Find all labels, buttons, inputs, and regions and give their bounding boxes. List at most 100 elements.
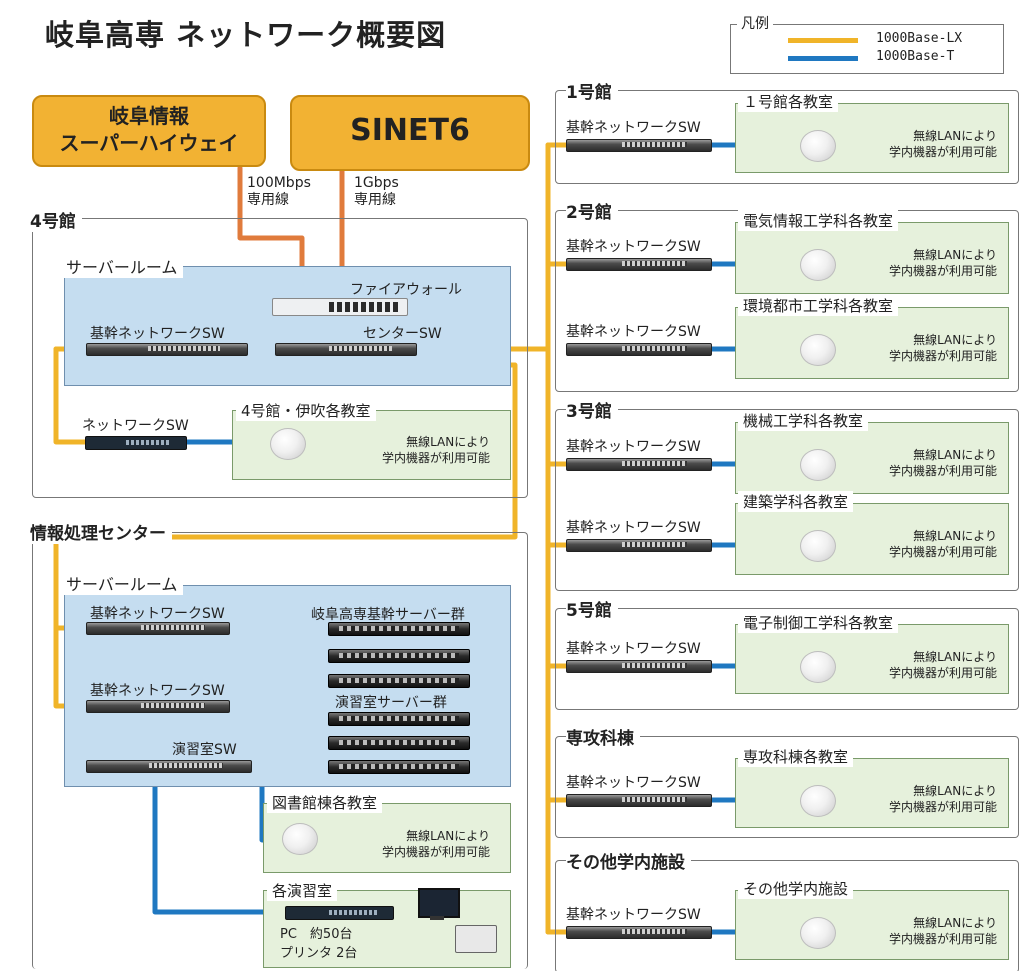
library-wireless-text: 無線LANにより 学内機器が利用可能	[381, 829, 490, 859]
servers2-label: 演習室サーバー群	[335, 695, 447, 711]
legend-swatch-lx	[788, 38, 858, 43]
backbone-sw-label: 基幹ネットワークSW	[566, 120, 701, 136]
server-1b	[328, 649, 470, 663]
info-backbone-sw2	[86, 700, 230, 713]
firewall-label: ファイアウォール	[350, 282, 462, 298]
backbone-sw	[566, 660, 712, 673]
backbone-sw	[566, 139, 712, 152]
gifu-highway-box: 岐阜情報 スーパーハイウェイ	[32, 95, 266, 167]
network-sw	[85, 436, 187, 450]
server-2b	[328, 736, 470, 750]
bldg4-backbone-sw-label: 基幹ネットワークSW	[90, 326, 225, 342]
legend	[730, 24, 1004, 74]
bldg-title: 2号館	[566, 198, 618, 223]
pc-icon	[418, 888, 460, 918]
wan-label-1gbps: 1Gbps 専用線	[354, 175, 399, 208]
backbone-sw-label: 基幹ネットワークSW	[566, 775, 701, 791]
backbone-sw	[566, 794, 712, 807]
room-label: 専攻科棟各教室	[738, 746, 854, 767]
wireless-ap-icon	[800, 130, 836, 162]
wireless-ap-icon	[800, 449, 836, 481]
wireless-ap-icon	[800, 917, 836, 949]
legend-label-t: 1000Base-T	[876, 49, 955, 64]
wireless-text: 無線LANにより 学内機器が利用可能	[888, 448, 997, 478]
server-1a	[328, 622, 470, 636]
library-room-label: 図書館棟各教室	[267, 792, 383, 813]
bldg-title: 3号館	[566, 397, 618, 422]
info-backbone-sw1	[86, 622, 230, 635]
wireless-text: 無線LANにより 学内機器が利用可能	[888, 333, 997, 363]
wireless-text: 無線LANにより 学内機器が利用可能	[888, 784, 997, 814]
room-label: 電子制御工学科各教室	[738, 612, 899, 633]
info-center-frame	[32, 532, 528, 969]
pc-count-label: PC 約50台	[280, 927, 353, 942]
library-ap-icon	[282, 823, 318, 855]
center-sw-label: センターSW	[363, 326, 442, 342]
printer-count-label: プリンタ 2台	[280, 946, 358, 961]
wireless-ap-icon	[800, 334, 836, 366]
bldg-title: その他学内施設	[566, 848, 691, 873]
labs-switch	[285, 906, 394, 920]
room-box	[735, 103, 1009, 173]
info-backbone-sw2-label: 基幹ネットワークSW	[90, 683, 225, 699]
bldg-frame	[555, 608, 1019, 710]
wireless-text: 無線LANにより 学内機器が利用可能	[888, 529, 997, 559]
center-sw	[275, 343, 417, 356]
wireless-text: 無線LANにより 学内機器が利用可能	[888, 248, 997, 278]
backbone-sw	[566, 539, 712, 552]
bldg4-server-room	[64, 266, 511, 386]
bldg4-ap-icon	[270, 428, 306, 460]
info-center-title: 情報処理センター	[30, 519, 172, 544]
server-1c	[328, 674, 470, 688]
room-label: 建築学科各教室	[738, 491, 854, 512]
legend-label-lx: 1000Base-LX	[876, 31, 963, 46]
room-label: 機械工学科各教室	[738, 410, 869, 431]
bldg4-backbone-sw	[86, 343, 248, 356]
room-box	[735, 758, 1009, 828]
room-box	[735, 422, 1009, 494]
backbone-sw-label: 基幹ネットワークSW	[566, 239, 701, 255]
room-box	[735, 624, 1009, 694]
info-backbone-sw1-label: 基幹ネットワークSW	[90, 606, 225, 622]
bldg-title: 専攻科棟	[566, 724, 640, 749]
bldg-frame	[555, 736, 1019, 838]
wireless-text: 無線LANにより 学内機器が利用可能	[888, 650, 997, 680]
t-labs	[152, 763, 288, 915]
server-2c	[328, 760, 470, 774]
room-box	[735, 503, 1009, 575]
backbone-sw	[566, 343, 712, 356]
bldg-title: 1号館	[566, 78, 618, 103]
sinet6-box: SINET6	[290, 95, 530, 171]
lab-sw-label: 演習室SW	[172, 742, 237, 758]
bldg4-server-room-label: サーバールーム	[60, 254, 184, 278]
bldg-frame	[555, 409, 1019, 591]
lab-sw	[86, 760, 252, 773]
info-server-room-label: サーバールーム	[60, 571, 184, 595]
backbone-sw	[566, 258, 712, 271]
legend-swatch-t	[788, 56, 858, 61]
printer-icon	[455, 925, 497, 953]
wireless-text: 無線LANにより 学内機器が利用可能	[888, 129, 997, 159]
room-label: 環境都市工学科各教室	[738, 295, 899, 316]
room-label: その他学内施設	[738, 878, 854, 899]
backbone-sw-label: 基幹ネットワークSW	[566, 907, 701, 923]
servers1-label: 岐阜高専基幹サーバー群	[311, 607, 465, 623]
firewall-device	[272, 298, 408, 316]
backbone-sw-label: 基幹ネットワークSW	[566, 641, 701, 657]
room-box	[735, 222, 1009, 294]
wireless-ap-icon	[800, 530, 836, 562]
room-box	[735, 307, 1009, 379]
bldg4-title: 4号館	[30, 207, 82, 232]
bldg4-room-label: 4号館・伊吹各教室	[236, 400, 376, 421]
backbone-sw-label: 基幹ネットワークSW	[566, 324, 701, 340]
bldg-frame	[555, 90, 1019, 184]
network-sw-label: ネットワークSW	[82, 418, 189, 434]
server-2a	[328, 712, 470, 726]
backbone-sw-label: 基幹ネットワークSW	[566, 520, 701, 536]
pc-stand	[430, 916, 444, 920]
legend-title: 凡例	[737, 13, 773, 33]
bldg-title: 5号館	[566, 596, 618, 621]
bldg-frame	[555, 860, 1019, 971]
backbone-sw	[566, 458, 712, 471]
